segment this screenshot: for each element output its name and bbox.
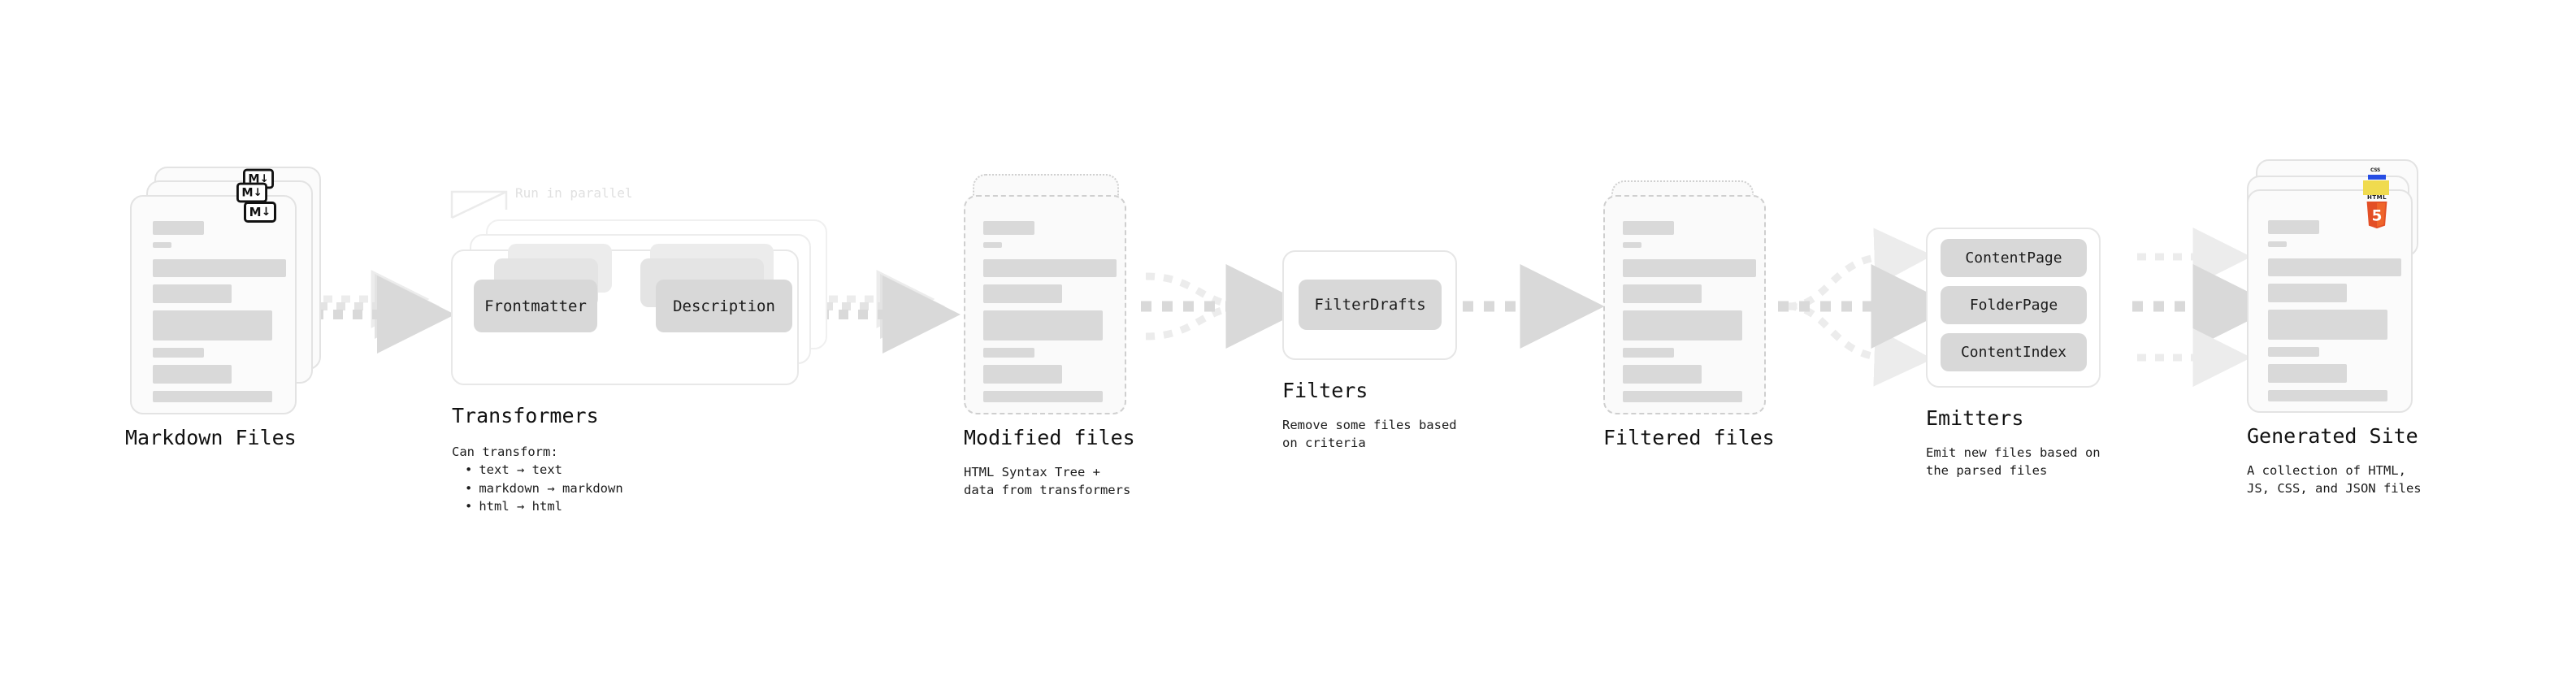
markdown-icon: M↓ [236, 182, 267, 203]
skeleton-bar [1623, 242, 1641, 248]
skeleton-bar [983, 348, 1034, 358]
stage-title-markdown-files: Markdown Files [125, 426, 297, 449]
css-icon [2368, 175, 2386, 180]
transformers-subtitle-heading: Can transform: [452, 445, 558, 459]
connector-md-to-transformers [314, 270, 455, 354]
skeleton-bar [983, 259, 1117, 277]
filter-chip-filterdrafts[interactable]: FilterDrafts [1299, 280, 1442, 330]
skeleton-bar [1623, 310, 1742, 340]
skeleton-bar [2268, 364, 2347, 383]
skeleton-bar [983, 310, 1103, 340]
skeleton-bar [153, 391, 272, 402]
stage-title-filters: Filters [1282, 379, 1368, 402]
skeleton-bar [2268, 390, 2387, 401]
filters-subtitle: Remove some files based on criteria [1282, 418, 1457, 451]
skeleton-bar [2268, 258, 2401, 276]
site-file-card-html [2247, 189, 2413, 413]
emitter-chip-folderpage[interactable]: FolderPage [1941, 286, 2087, 324]
emitter-chip-contentpage[interactable]: ContentPage [1941, 239, 2087, 277]
connector-modified-to-filters [1141, 264, 1311, 349]
skeleton-bar [153, 310, 272, 340]
skeleton-bar [983, 365, 1062, 384]
skeleton-bar [2268, 220, 2319, 234]
transformers-subtitle: Can transform: text → text markdown → ma… [452, 443, 623, 516]
connector-transformers-to-modified [819, 270, 961, 354]
js-icon [2363, 180, 2389, 195]
modified-file-card-front [964, 195, 1126, 414]
html5-icon-wordmark: HTML [2366, 194, 2387, 201]
connector-emitters-to-site [2132, 228, 2278, 387]
skeleton-bar [1623, 365, 1702, 384]
skeleton-bar [153, 365, 232, 384]
markdown-skeleton-lines [153, 221, 286, 410]
list-item: markdown → markdown [465, 479, 622, 497]
list-item: html → html [465, 497, 623, 515]
run-in-parallel-pointer [450, 190, 508, 219]
css-icon-label: CSS [2370, 167, 2380, 173]
stage-title-generated-site: Generated Site [2247, 424, 2418, 448]
filtered-file-card-front [1603, 195, 1766, 414]
run-in-parallel-label: Run in parallel [515, 185, 633, 201]
html5-icon: HTML 5 [2363, 194, 2391, 229]
transformer-chip-frontmatter[interactable]: Frontmatter [474, 280, 597, 332]
skeleton-bar [2268, 284, 2347, 302]
skeleton-bar [983, 242, 1002, 248]
markdown-icon: M↓ [244, 202, 276, 223]
skeleton-bar [153, 221, 204, 235]
site-skeleton-lines [2268, 220, 2401, 409]
skeleton-bar [1623, 348, 1674, 358]
emitters-subtitle: Emit new files based on the parsed files [1926, 445, 2101, 479]
skeleton-bar [1623, 284, 1702, 303]
modified-files-subtitle: HTML Syntax Tree + data from transformer… [964, 465, 1131, 498]
svg-text:5: 5 [2372, 208, 2383, 225]
stage-title-emitters: Emitters [1926, 406, 2024, 430]
skeleton-bar [2268, 310, 2387, 340]
stage-title-modified-files: Modified files [964, 426, 1135, 449]
skeleton-bar [983, 221, 1034, 235]
html5-shield: 5 [2366, 202, 2387, 229]
filtered-skeleton-lines [1623, 221, 1756, 410]
skeleton-bar [983, 391, 1103, 402]
skeleton-bar [153, 259, 286, 277]
skeleton-bar [153, 242, 171, 248]
skeleton-bar [1623, 221, 1674, 235]
skeleton-bar [153, 284, 232, 303]
list-item: text → text [465, 461, 623, 479]
emitter-chip-contentindex[interactable]: ContentIndex [1941, 333, 2087, 371]
skeleton-bar [1623, 391, 1742, 402]
skeleton-bar [983, 284, 1062, 303]
transformer-chip-description[interactable]: Description [656, 280, 792, 332]
modified-skeleton-lines [983, 221, 1117, 410]
skeleton-bar [2268, 241, 2287, 247]
markdown-file-card-front [130, 195, 297, 414]
stage-title-filtered-files: Filtered files [1603, 426, 1775, 449]
skeleton-bar [1623, 259, 1756, 277]
generated-site-subtitle: A collection of HTML, JS, CSS, and JSON … [2247, 463, 2422, 497]
transformers-capability-list: text → text markdown → markdown html → h… [452, 461, 623, 515]
stage-title-transformers: Transformers [452, 404, 599, 427]
skeleton-bar [153, 348, 204, 358]
skeleton-bar [2268, 347, 2319, 357]
connector-filtered-to-emitters [1778, 228, 1956, 387]
